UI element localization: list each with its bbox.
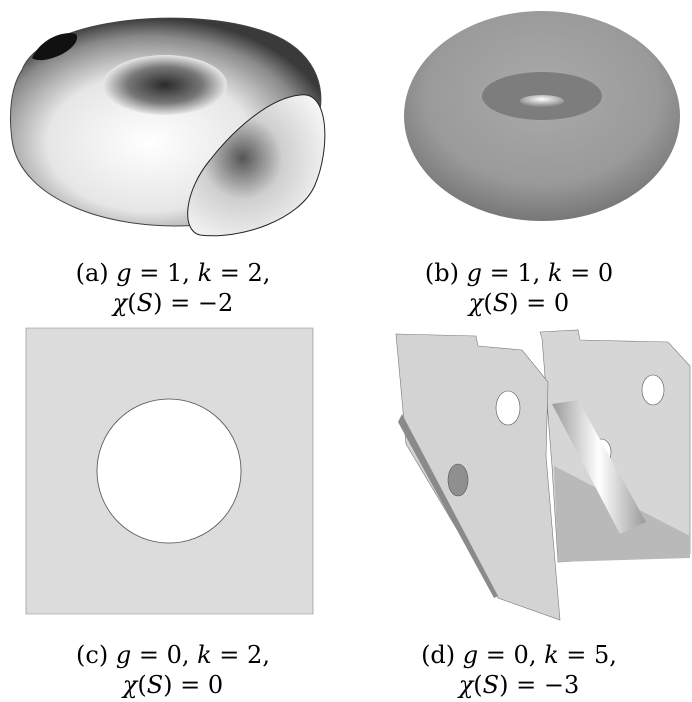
caption-d-chi-var: S — [482, 671, 500, 699]
caption-d-line2: χ(S) = −3 — [458, 671, 580, 699]
caption-b-val2: 0 — [597, 259, 614, 287]
connecting-tube — [552, 400, 646, 534]
torus-a-cut-boundary — [187, 94, 326, 237]
caption-b-tag: (b) — [424, 259, 459, 287]
caption-c: (c) g = 0, k = 2, χ(S) = 0 — [0, 640, 346, 700]
caption-c-var1: g — [115, 641, 132, 669]
caption-c-line2: χ(S) = 0 — [122, 671, 224, 699]
caption-c-chi-var: S — [146, 671, 164, 699]
caption-c-line1: (c) g = 0, k = 2, — [76, 641, 270, 669]
caption-d-chi-value: −3 — [543, 671, 580, 699]
caption-b-line2: χ(S) = 0 — [468, 289, 570, 317]
panel-c-figure — [0, 326, 346, 626]
caption-a-line1: (a) g = 1, k = 2, — [75, 259, 271, 287]
caption-d-tag: (d) — [421, 641, 456, 669]
torus-a-inner-hole — [103, 55, 227, 115]
caption-c-val2: 2 — [247, 641, 263, 669]
panel-d-figure — [346, 326, 692, 626]
caption-a-val2: 2 — [247, 259, 263, 287]
caption-b-chi-var: S — [492, 289, 510, 317]
caption-d-val2: 5 — [594, 641, 610, 669]
bent-plates-illustration — [395, 329, 691, 621]
caption-a-tag: (a) — [75, 259, 109, 287]
caption-d-line1: (d) g = 0, k = 5, — [421, 641, 617, 669]
panel-a-figure — [0, 0, 346, 250]
caption-d-var2: k — [544, 641, 559, 669]
caption-b-line1: (b) g = 1, k = 0 — [424, 259, 614, 287]
caption-b-var2: k — [547, 259, 563, 287]
caption-a-var2: k — [197, 259, 213, 287]
circular-hole — [96, 398, 242, 544]
torus-b-hole — [520, 95, 564, 107]
caption-c-var2: k — [197, 641, 212, 669]
caption-a-line2: χ(S) = −2 — [112, 289, 234, 317]
caption-b-val1: 1 — [517, 259, 533, 287]
caption-b-var1: g — [466, 259, 482, 287]
panel-b-figure — [346, 0, 692, 250]
caption-a: (a) g = 1, k = 2, χ(S) = −2 — [0, 258, 346, 318]
caption-a-chi-value: −2 — [197, 289, 234, 317]
torus-illustration — [404, 11, 680, 221]
back-hole-1 — [641, 374, 665, 406]
caption-d-var1: g — [462, 641, 479, 669]
caption-b: (b) g = 1, k = 0 χ(S) = 0 — [346, 258, 692, 318]
caption-c-tag: (c) — [76, 641, 109, 669]
front-plate-edge — [398, 414, 498, 598]
caption-a-chi-var: S — [136, 289, 154, 317]
caption-d: (d) g = 0, k = 5, χ(S) = −3 — [346, 640, 692, 700]
torus-with-holes-illustration — [9, 17, 326, 237]
caption-a-val1: 1 — [167, 259, 183, 287]
torus-a-small-hole — [32, 33, 78, 61]
caption-c-chi-value: 0 — [207, 671, 224, 699]
caption-a-var1: g — [116, 259, 132, 287]
caption-c-trail: , — [262, 641, 270, 669]
front-plate — [395, 333, 561, 621]
caption-c-val1: 0 — [166, 641, 182, 669]
caption-d-trail: , — [609, 641, 617, 669]
caption-a-trail: , — [262, 259, 271, 287]
caption-b-chi-value: 0 — [553, 289, 570, 317]
front-hole-2 — [447, 463, 469, 497]
square-with-hole-illustration — [25, 327, 314, 615]
caption-d-val1: 0 — [513, 641, 529, 669]
front-hole-1 — [495, 390, 521, 426]
